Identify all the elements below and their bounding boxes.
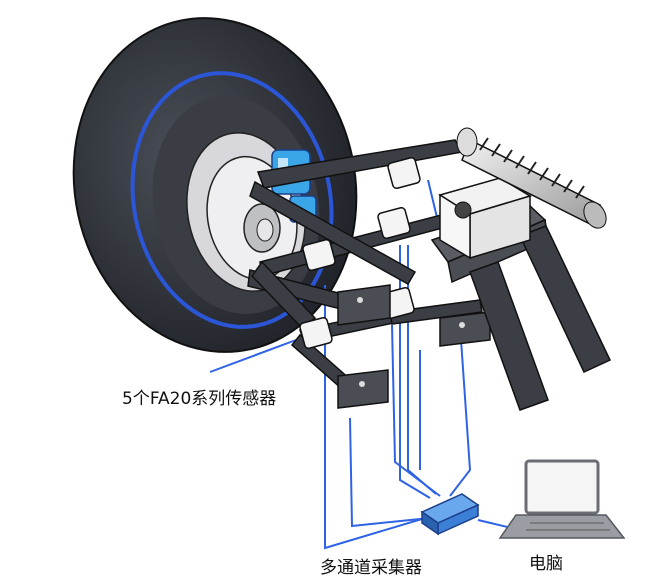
acquisition-box-label: 多通道采集器	[320, 558, 422, 578]
tire-stripe	[130, 71, 334, 329]
sensor-label: 5个FA20系列传感器	[122, 389, 277, 409]
mount-brackets	[337, 284, 491, 409]
link-sensor-3	[302, 238, 336, 272]
suspension-arms	[247, 139, 483, 397]
coil-spring	[456, 127, 607, 229]
laptop-icon	[498, 459, 626, 539]
link-sensor-5	[299, 316, 333, 350]
link-sensor-1	[387, 156, 421, 190]
link-sensor-2	[377, 206, 411, 240]
computer-label: 电脑	[529, 554, 563, 574]
shock-mount-block	[438, 177, 532, 260]
multi-channel-acquisition-box-icon	[420, 493, 480, 536]
